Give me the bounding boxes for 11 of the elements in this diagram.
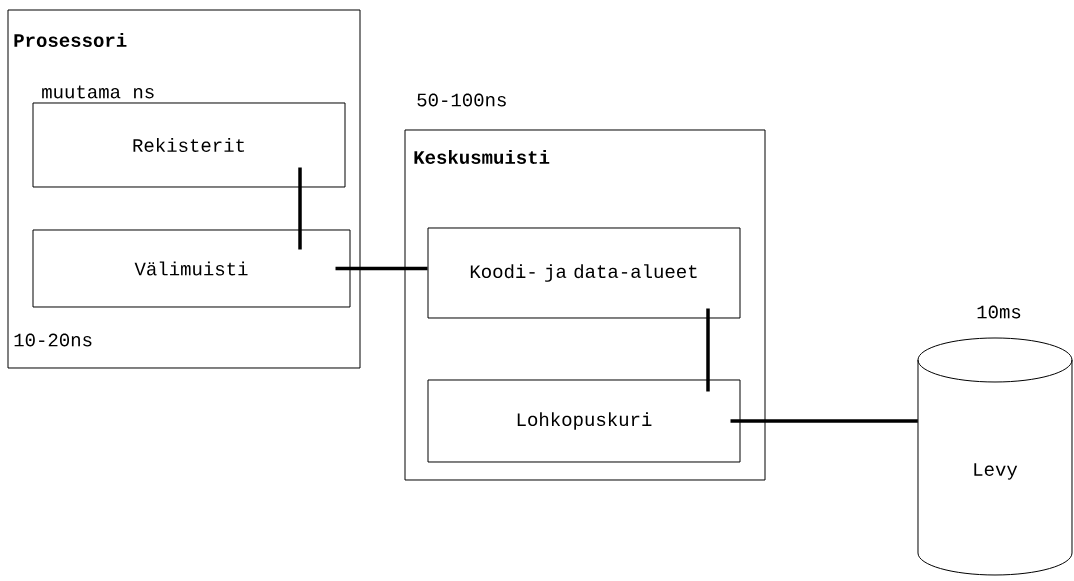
connector-line	[335, 266, 428, 271]
connector-line	[706, 308, 710, 392]
process-box: Lohkopuskuri	[427, 379, 741, 463]
connector-line	[730, 419, 918, 423]
latency-label: 10ms	[977, 305, 1021, 319]
connector-line	[298, 167, 302, 250]
process-box: Välimuisti	[32, 229, 351, 308]
latency-label: 50-100ns	[417, 93, 506, 107]
process-box: Koodi- ja data-alueet	[427, 227, 741, 319]
process-box: Rekisterit	[32, 102, 346, 188]
node-label: Levy	[974, 463, 1018, 480]
